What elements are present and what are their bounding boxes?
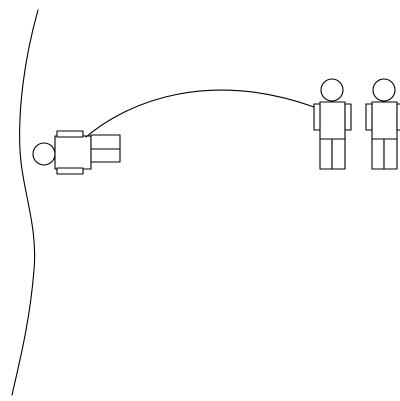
standing-figure-left-arm-right xyxy=(345,104,351,130)
standing-figure-right-leg-left xyxy=(372,139,384,169)
lying-figure-torso xyxy=(55,136,91,169)
connecting-arc xyxy=(86,90,314,137)
standing-figure-right-torso xyxy=(372,102,397,139)
boundary-curve xyxy=(12,10,38,395)
standing-figure-right xyxy=(366,79,400,169)
standing-figure-left xyxy=(314,79,351,169)
lying-figure-arm-bottom xyxy=(57,168,83,174)
standing-figure-right-arm-left xyxy=(366,104,372,130)
lying-figure-leg-lower xyxy=(91,149,120,162)
standing-figure-right-head xyxy=(373,79,395,101)
standing-figure-left-head xyxy=(321,79,343,101)
standing-figure-left-leg-left xyxy=(320,139,332,169)
standing-figure-left-leg-right xyxy=(332,139,345,169)
lying-figure xyxy=(33,131,120,174)
lying-figure-arm-top xyxy=(57,131,83,137)
standing-figure-left-arm-left xyxy=(314,104,320,130)
lying-figure-head xyxy=(33,143,55,165)
standing-figure-right-leg-right xyxy=(384,139,397,169)
lying-figure-leg-upper xyxy=(91,135,120,149)
standing-figure-left-torso xyxy=(320,102,345,139)
